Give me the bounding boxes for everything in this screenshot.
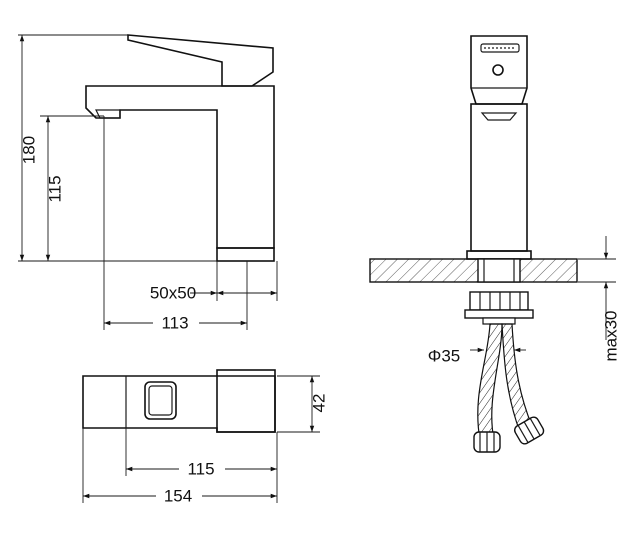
- front-aerator: [480, 112, 518, 121]
- dim-label-max30: max30: [601, 310, 620, 361]
- top-handle-button: [144, 381, 177, 420]
- top-view: 42 115 154: [82, 369, 328, 506]
- hose-left: [477, 323, 503, 441]
- dim-label-115-top: 115: [187, 459, 214, 478]
- mounting-nut: [469, 291, 529, 311]
- hose-right: [501, 323, 533, 433]
- side-handle-lever: [127, 34, 274, 87]
- dim-label-115-height: 115: [45, 175, 64, 202]
- side-body: [85, 85, 275, 249]
- side-view: 180 115 50x50 113: [18, 34, 278, 333]
- front-column: [470, 103, 528, 252]
- dim-label-phi35: Φ35: [428, 346, 460, 365]
- hose-fitting-left: [473, 431, 501, 453]
- side-base: [216, 247, 275, 262]
- top-base: [216, 369, 276, 433]
- front-view: Φ35 max30: [369, 35, 620, 453]
- countertop-section: [369, 258, 578, 283]
- dim-label-154: 154: [164, 486, 192, 505]
- dim-label-42: 42: [309, 394, 328, 413]
- top-body-outline: [82, 375, 276, 433]
- dim-label-113: 113: [161, 313, 188, 332]
- hose-fitting-right: [514, 416, 545, 445]
- side-aerator: [95, 109, 121, 119]
- dim-label-180: 180: [19, 136, 38, 164]
- front-handle-dot: [492, 64, 504, 76]
- dim-label-50x50: 50x50: [150, 283, 196, 302]
